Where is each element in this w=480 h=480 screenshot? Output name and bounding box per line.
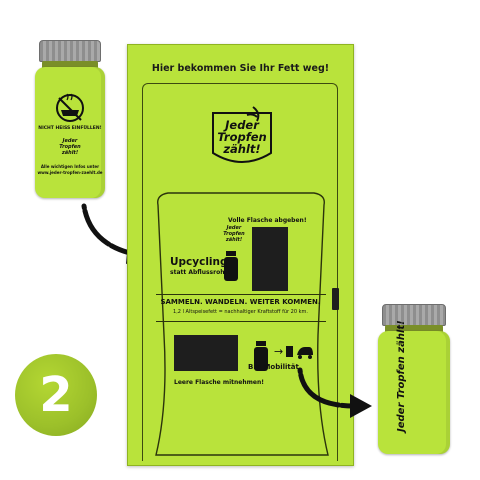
door-handle[interactable] [332, 288, 339, 310]
arrow-to-bottle-icon [297, 367, 372, 418]
bottle-icon [254, 341, 268, 371]
step-badge: 2 [15, 354, 97, 436]
station-logo: Jeder Tropfen zählt! [207, 105, 277, 171]
full-bottle-label: Volle Flasche abgeben! [228, 217, 307, 224]
upcycling-subtitle: statt Abflussrohr: [170, 269, 230, 276]
pan-warning-icon [56, 93, 84, 122]
bottle-url: www.jeder-tropfen-zaehlt.de [37, 170, 103, 175]
bottle-icon [224, 251, 238, 281]
door-outline [155, 192, 329, 456]
station-frame [142, 83, 338, 461]
bottle-cap [39, 40, 101, 62]
full-bottle-left: NICHT HEISS EINFÜLLEN! Jeder Tropfen zäh… [35, 40, 105, 198]
bottle-warning: NICHT HEISS EINFÜLLEN! [38, 126, 102, 131]
mini-logo: Jeder Tropfen zählt! [223, 225, 245, 243]
station-title: Hier bekommen Sie Ihr Fett weg! [151, 63, 330, 74]
slogan: SAMMELN. WANDELN. WEITER KOMMEN. [160, 298, 321, 306]
bottle-info-text: Alle wichtigen Infos unter [40, 164, 100, 169]
upcycling-title: Upcycling [170, 256, 228, 268]
divider [156, 321, 326, 322]
empty-bottle-right: Jeder Tropfen zählt! [378, 304, 450, 454]
fuel-pump-car-icon: → [274, 345, 313, 359]
bottle-body [378, 331, 450, 454]
full-bottle-slot[interactable] [252, 227, 288, 291]
bottle-cap [382, 304, 446, 326]
divider [156, 294, 326, 295]
bottle-logo: Jeder Tropfen zählt! [59, 138, 81, 156]
step-number: 2 [39, 367, 73, 423]
svg-text:→: → [274, 345, 283, 358]
empty-bottle-slot[interactable] [174, 335, 238, 371]
bottle-body [35, 67, 105, 198]
slogan-subtext: 1,2 l Altspeisefett = nachhaltiger Kraft… [173, 309, 308, 315]
empty-bottle-label: Leere Flasche mitnehmen! [174, 379, 264, 386]
bottle-label: Jeder Tropfen zählt! [396, 320, 407, 432]
bio-mobility-label: Bio-Mobilität [248, 363, 299, 371]
